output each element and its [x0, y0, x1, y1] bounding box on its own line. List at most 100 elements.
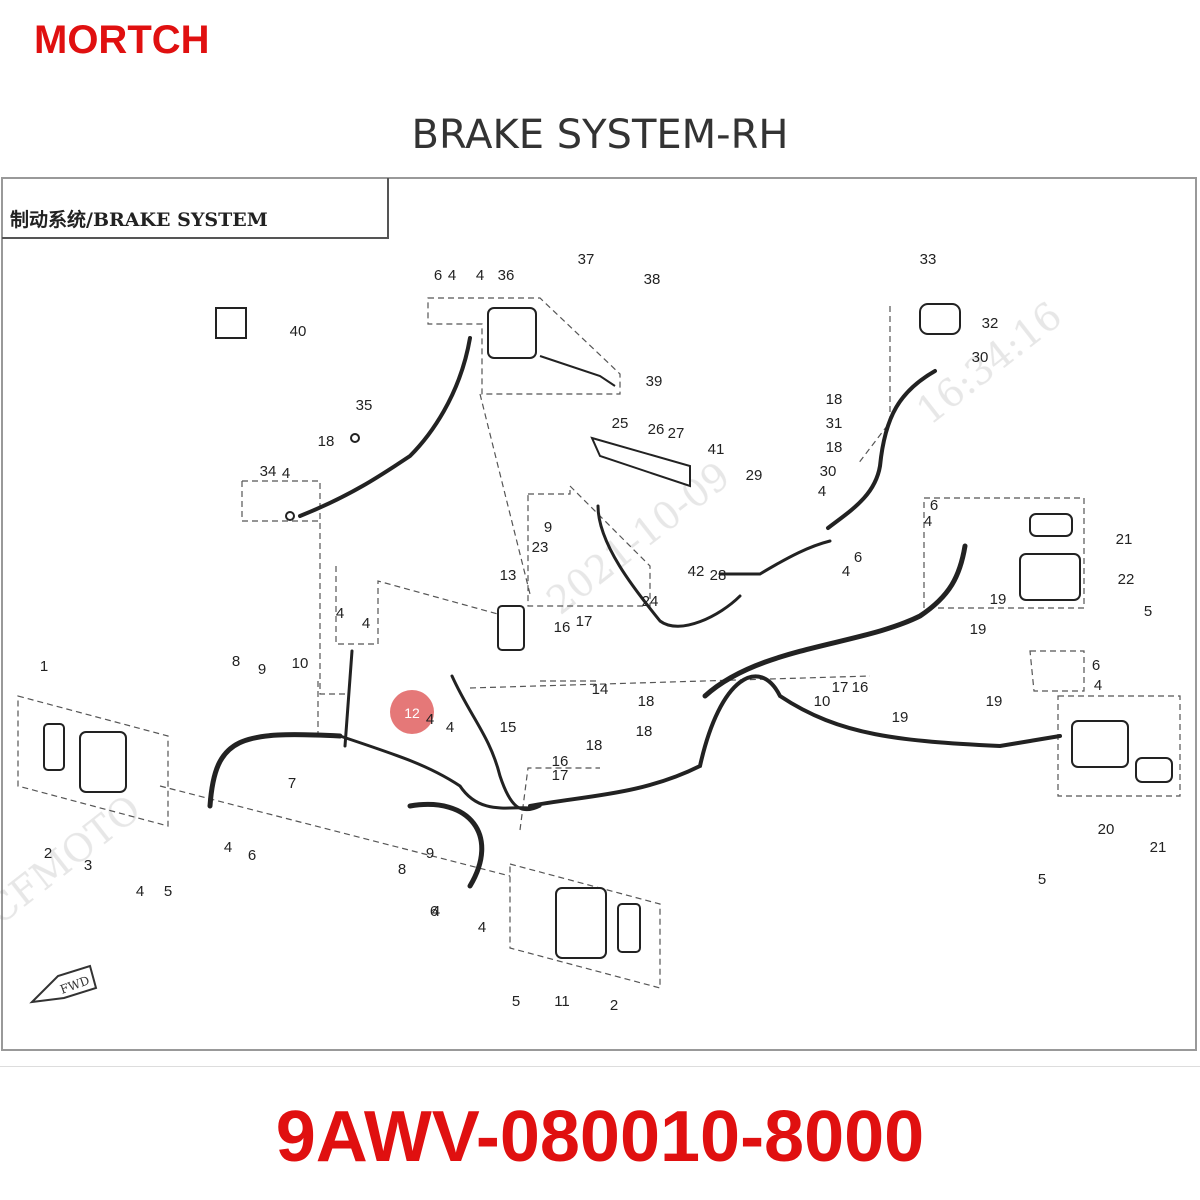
header-box — [2, 178, 389, 239]
diagram-header: 制动系统/BRAKE SYSTEM — [10, 208, 268, 231]
callout-27: 27 — [668, 425, 685, 442]
brake-lever — [539, 355, 616, 387]
callout-17: 17 — [552, 767, 569, 784]
callout-4: 4 — [362, 615, 370, 632]
callout-7: 7 — [288, 775, 296, 792]
callout-25: 25 — [612, 415, 629, 432]
callout-19: 19 — [970, 621, 987, 638]
hose-15 — [450, 674, 542, 812]
callout-18: 18 — [826, 439, 843, 456]
callout-5: 5 — [164, 883, 172, 900]
callout-14: 14 — [592, 681, 609, 698]
callout-5: 5 — [1144, 603, 1152, 620]
watermark-brand: CFMOTO — [0, 786, 149, 933]
callout-2: 2 — [44, 845, 52, 862]
callout-1: 1 — [40, 658, 48, 675]
callout-6: 6 — [1092, 657, 1100, 674]
parts-diagram: 制动系统/BRAKE SYSTEM CFMOTO 2021-10-09 16:3… — [0, 177, 1197, 1051]
callout-11: 11 — [554, 993, 570, 1010]
callout-19: 19 — [986, 693, 1003, 710]
callout-33: 33 — [920, 251, 937, 268]
callout-32: 32 — [982, 315, 999, 332]
pad-rear-right-top — [1029, 513, 1073, 537]
callout-10: 10 — [292, 655, 309, 672]
bracket-25 — [590, 436, 691, 488]
callout-4: 4 — [476, 267, 484, 284]
fitting-34 — [285, 511, 295, 521]
reservoir — [919, 303, 961, 335]
callout-6: 6 — [248, 847, 256, 864]
callout-16: 16 — [554, 619, 571, 636]
front-line — [338, 734, 532, 810]
front-hose-right — [407, 802, 485, 889]
callout-8: 8 — [398, 861, 406, 878]
callout-19: 19 — [990, 591, 1007, 608]
fwd-arrow: FWD — [29, 964, 98, 1004]
caliper-front-right — [555, 887, 607, 959]
callout-37: 37 — [578, 251, 595, 268]
callout-4: 4 — [432, 903, 440, 920]
callout-30: 30 — [820, 463, 837, 480]
callout-4: 4 — [924, 513, 932, 530]
separator — [0, 1066, 1200, 1067]
caliper-rear-right — [1019, 553, 1081, 601]
callout-4: 4 — [282, 465, 290, 482]
front-hose-left — [207, 732, 343, 809]
callout-31: 31 — [826, 415, 843, 432]
highlight-marker — [390, 690, 434, 734]
callout-16: 16 — [552, 753, 569, 770]
callout-15: 15 — [500, 719, 517, 736]
pad-rear-left — [1135, 757, 1173, 783]
part-40 — [215, 307, 247, 339]
rear-hose-upper — [702, 543, 968, 699]
callout-35: 35 — [356, 397, 373, 414]
callout-20: 20 — [1098, 821, 1115, 838]
callout-4: 4 — [136, 883, 144, 900]
callout-40: 40 — [290, 323, 307, 340]
callout-21: 21 — [1116, 531, 1133, 548]
callout-18: 18 — [636, 723, 653, 740]
hose-31 — [826, 369, 937, 530]
rear-line — [528, 674, 1062, 808]
callout-17: 17 — [576, 613, 593, 630]
highlight-label: 12 — [404, 705, 420, 721]
callout-5: 5 — [1038, 871, 1046, 888]
callout-4: 4 — [448, 267, 456, 284]
callout-4: 4 — [426, 711, 434, 728]
callout-6: 6 — [430, 903, 438, 920]
callout-29: 29 — [746, 467, 763, 484]
components — [43, 303, 1173, 959]
master-cylinder — [487, 307, 537, 359]
pad-front-right — [617, 903, 641, 953]
callout-18: 18 — [586, 737, 603, 754]
part-number: 9AWV-080010-8000 — [275, 1097, 925, 1177]
callout-9: 9 — [258, 661, 266, 678]
watermark-date: 2021-10-09 — [538, 454, 738, 624]
front-feed — [343, 649, 354, 748]
callout-6: 6 — [930, 497, 938, 514]
callout-4: 4 — [478, 919, 486, 936]
brake-lines — [207, 336, 1062, 889]
callout-38: 38 — [644, 271, 661, 288]
callout-16: 16 — [852, 679, 869, 696]
callout-4: 4 — [446, 719, 454, 736]
callout-26: 26 — [648, 421, 665, 438]
proportioning-valve — [497, 605, 525, 651]
callout-18: 18 — [638, 693, 655, 710]
callout-18: 18 — [318, 433, 335, 450]
callout-42: 42 — [688, 563, 705, 580]
fitting-18-top — [350, 433, 360, 443]
callout-24: 24 — [642, 593, 659, 610]
hose-28 — [718, 539, 832, 576]
callout-4: 4 — [818, 483, 826, 500]
pad-front-left — [43, 723, 65, 771]
callout-9: 9 — [544, 519, 552, 536]
callout-5: 5 — [512, 993, 520, 1010]
callout-19: 19 — [892, 709, 909, 726]
callout-4: 4 — [224, 839, 232, 856]
callout-2: 2 — [610, 997, 618, 1014]
callout-9: 9 — [426, 845, 434, 862]
callout-13: 13 — [500, 567, 517, 584]
callout-39: 39 — [646, 373, 663, 390]
